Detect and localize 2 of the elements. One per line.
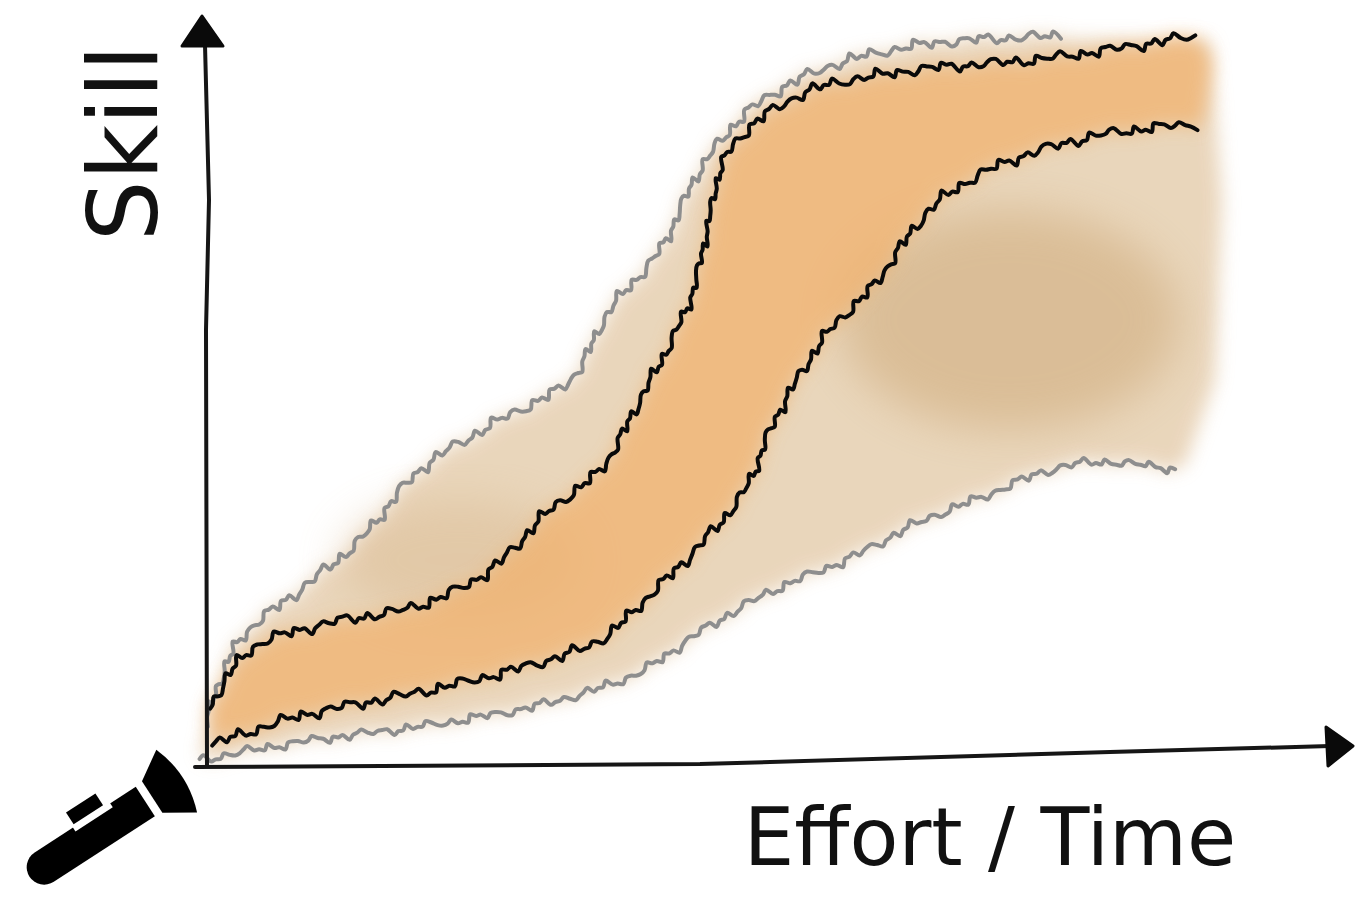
x-axis-label: Effort / Time xyxy=(743,798,1237,878)
y-axis-label: Skill xyxy=(76,44,172,242)
